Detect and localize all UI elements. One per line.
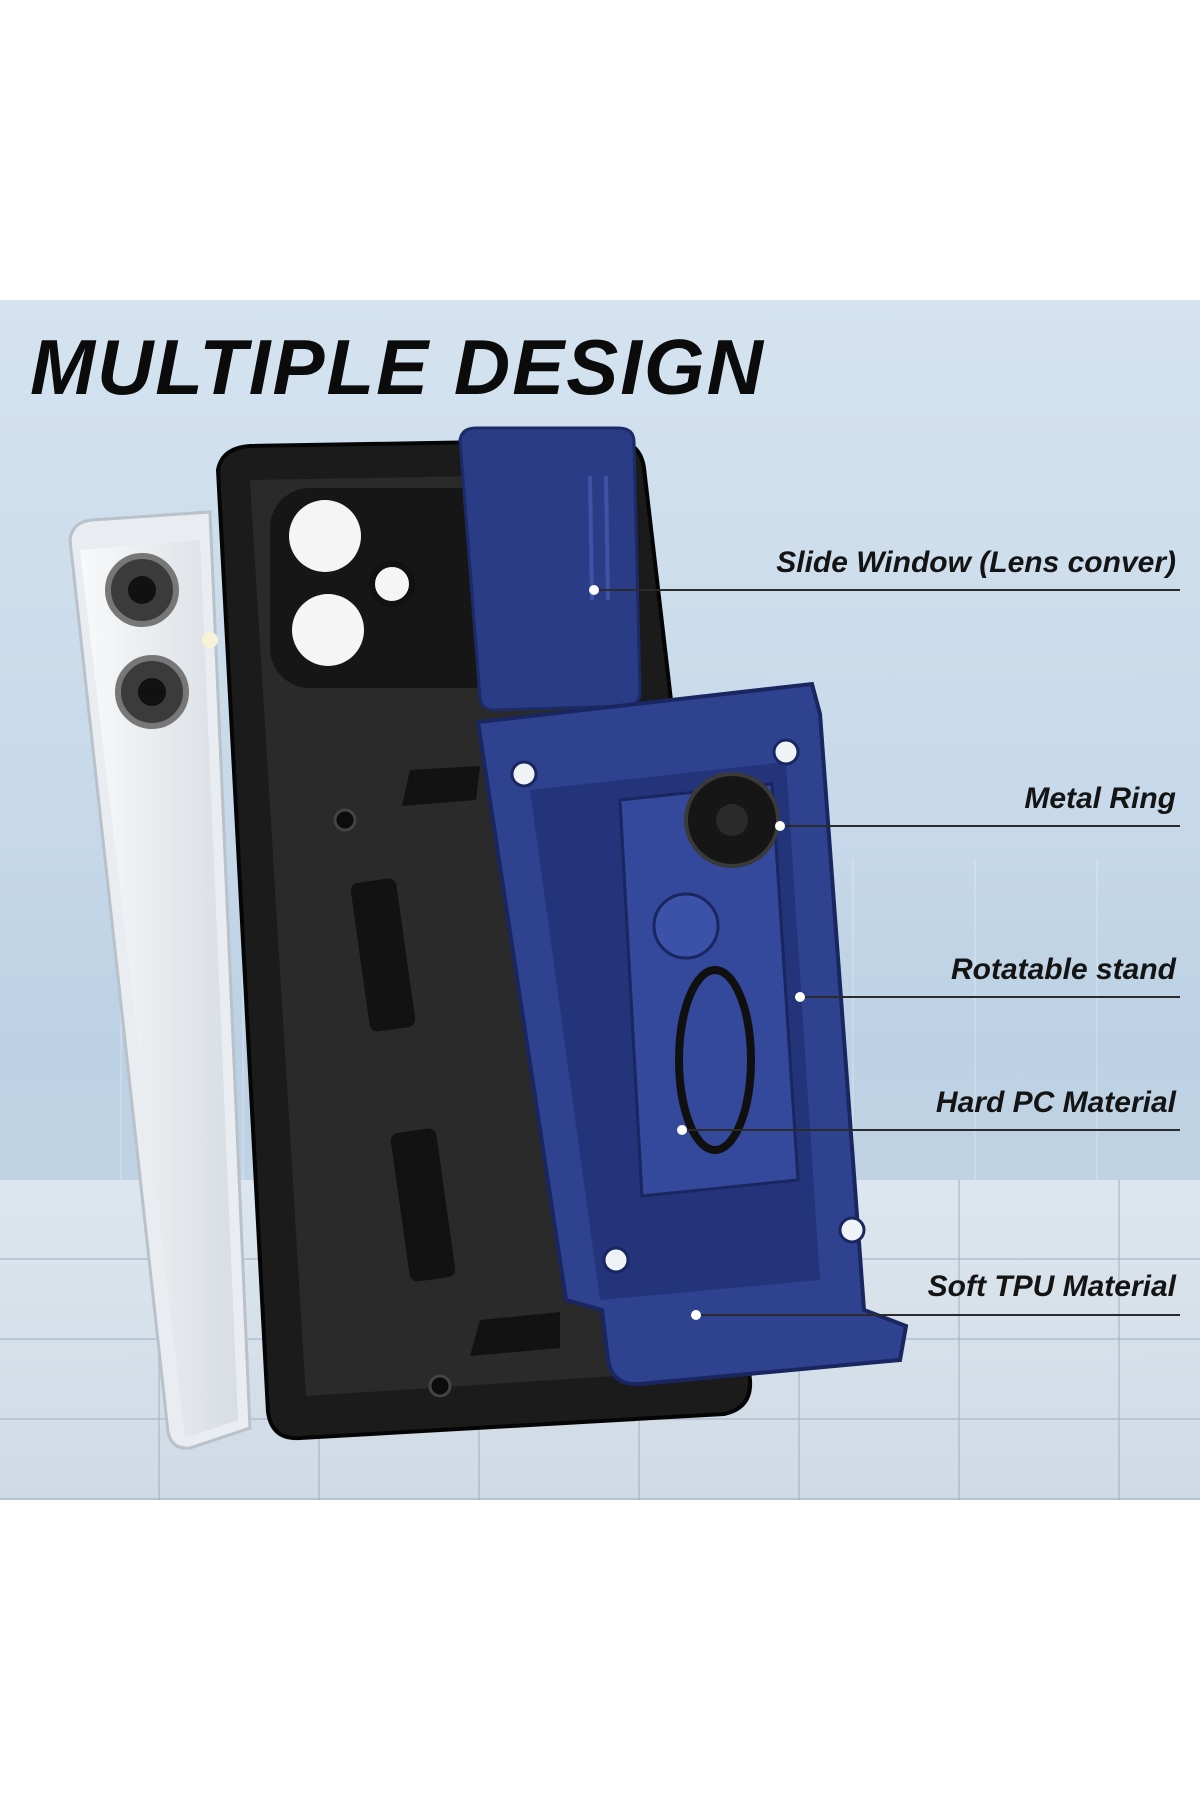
callout-label-slide-window: Slide Window (Lens conver) bbox=[776, 546, 1176, 579]
case-camera-cutout bbox=[289, 500, 361, 572]
callout-label-rotatable-stand: Rotatable stand bbox=[950, 953, 1176, 986]
phone-flash-icon bbox=[202, 632, 218, 648]
phone-case-illustration bbox=[68, 426, 1180, 1450]
callout-lines bbox=[589, 585, 1180, 1320]
headline-part2: DESIGN bbox=[453, 323, 765, 411]
product-image-panel: MULTIPLE DESIGN bbox=[0, 300, 1200, 1500]
slide-window-cover bbox=[458, 426, 642, 712]
callout-label-metal-ring: Metal Ring bbox=[1024, 782, 1176, 815]
phone-body bbox=[68, 510, 252, 1450]
headline-part1: MULTIPLE bbox=[30, 323, 431, 411]
headline: MULTIPLE DESIGN bbox=[30, 322, 765, 413]
case-camera-cutout bbox=[292, 594, 364, 666]
blue-pc-frame bbox=[475, 681, 909, 1387]
rotatable-stand-ring bbox=[675, 966, 755, 1154]
callout-label-soft-tpu: Soft TPU Material bbox=[927, 1270, 1176, 1303]
callout-label-hard-pc: Hard PC Material bbox=[935, 1086, 1176, 1119]
